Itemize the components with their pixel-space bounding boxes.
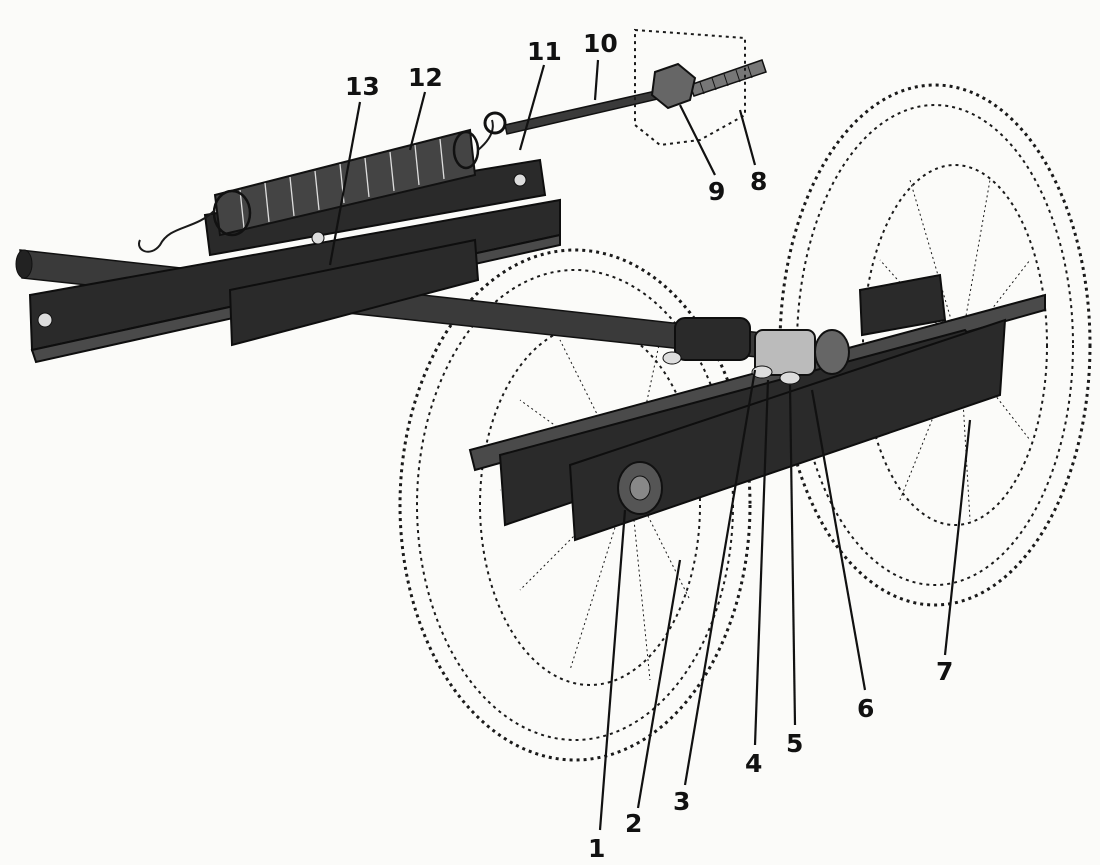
eye-bolt-ring (483, 111, 507, 135)
mount-bolt (662, 351, 682, 365)
leader-12 (408, 91, 427, 151)
callout-1: 1 (588, 834, 605, 863)
adjusting-nut (650, 62, 697, 110)
leader-8 (738, 109, 757, 166)
left-tire-outer (398, 248, 752, 762)
tube-end (15, 249, 33, 279)
spring-hook-right (477, 119, 494, 151)
callout-8: 8 (750, 167, 767, 196)
spring-hook-left (138, 209, 216, 253)
hub-cap (629, 475, 651, 501)
left-rim (479, 324, 701, 686)
callout-10: 10 (583, 29, 618, 58)
callout-5: 5 (786, 729, 803, 758)
leader-13 (328, 101, 362, 266)
axle-beam-front (568, 318, 1007, 542)
leader-6 (810, 389, 867, 691)
pivot-bushing (674, 317, 751, 361)
leader-3 (683, 369, 757, 786)
callout-9: 9 (708, 177, 725, 206)
bracket-hole-2 (513, 173, 527, 187)
bolt-thread (689, 59, 767, 97)
callout-12: 12 (408, 63, 443, 92)
frame-hole (37, 312, 53, 328)
right-tire-outer (778, 83, 1092, 607)
tension-bolt (504, 89, 663, 135)
anchor-bracket-outline (634, 28, 746, 147)
pivot-nut (779, 371, 801, 385)
mounting-plate (228, 238, 480, 347)
right-rim (862, 164, 1048, 526)
bracket-hole-1 (311, 231, 325, 245)
leader-lines (328, 59, 972, 831)
leader-1 (598, 509, 627, 831)
leader-5 (788, 384, 797, 726)
callout-7: 7 (936, 657, 953, 686)
callout-2: 2 (625, 809, 642, 838)
callout-6: 6 (857, 694, 874, 723)
pivot-cap (814, 329, 850, 375)
leader-2 (636, 559, 682, 809)
leader-10 (593, 59, 600, 101)
thread-marks (699, 65, 753, 95)
right-bearing-block (858, 273, 947, 337)
spring-left-eye (212, 189, 252, 237)
callout-11: 11 (527, 37, 562, 66)
callout-3: 3 (673, 787, 690, 816)
leader-7 (943, 419, 972, 656)
callout-13: 13 (345, 72, 380, 101)
callout-4: 4 (745, 749, 762, 778)
leader-4 (753, 379, 770, 746)
leader-11 (518, 64, 546, 151)
leader-9 (679, 104, 716, 176)
pivot-bolt (751, 365, 773, 379)
